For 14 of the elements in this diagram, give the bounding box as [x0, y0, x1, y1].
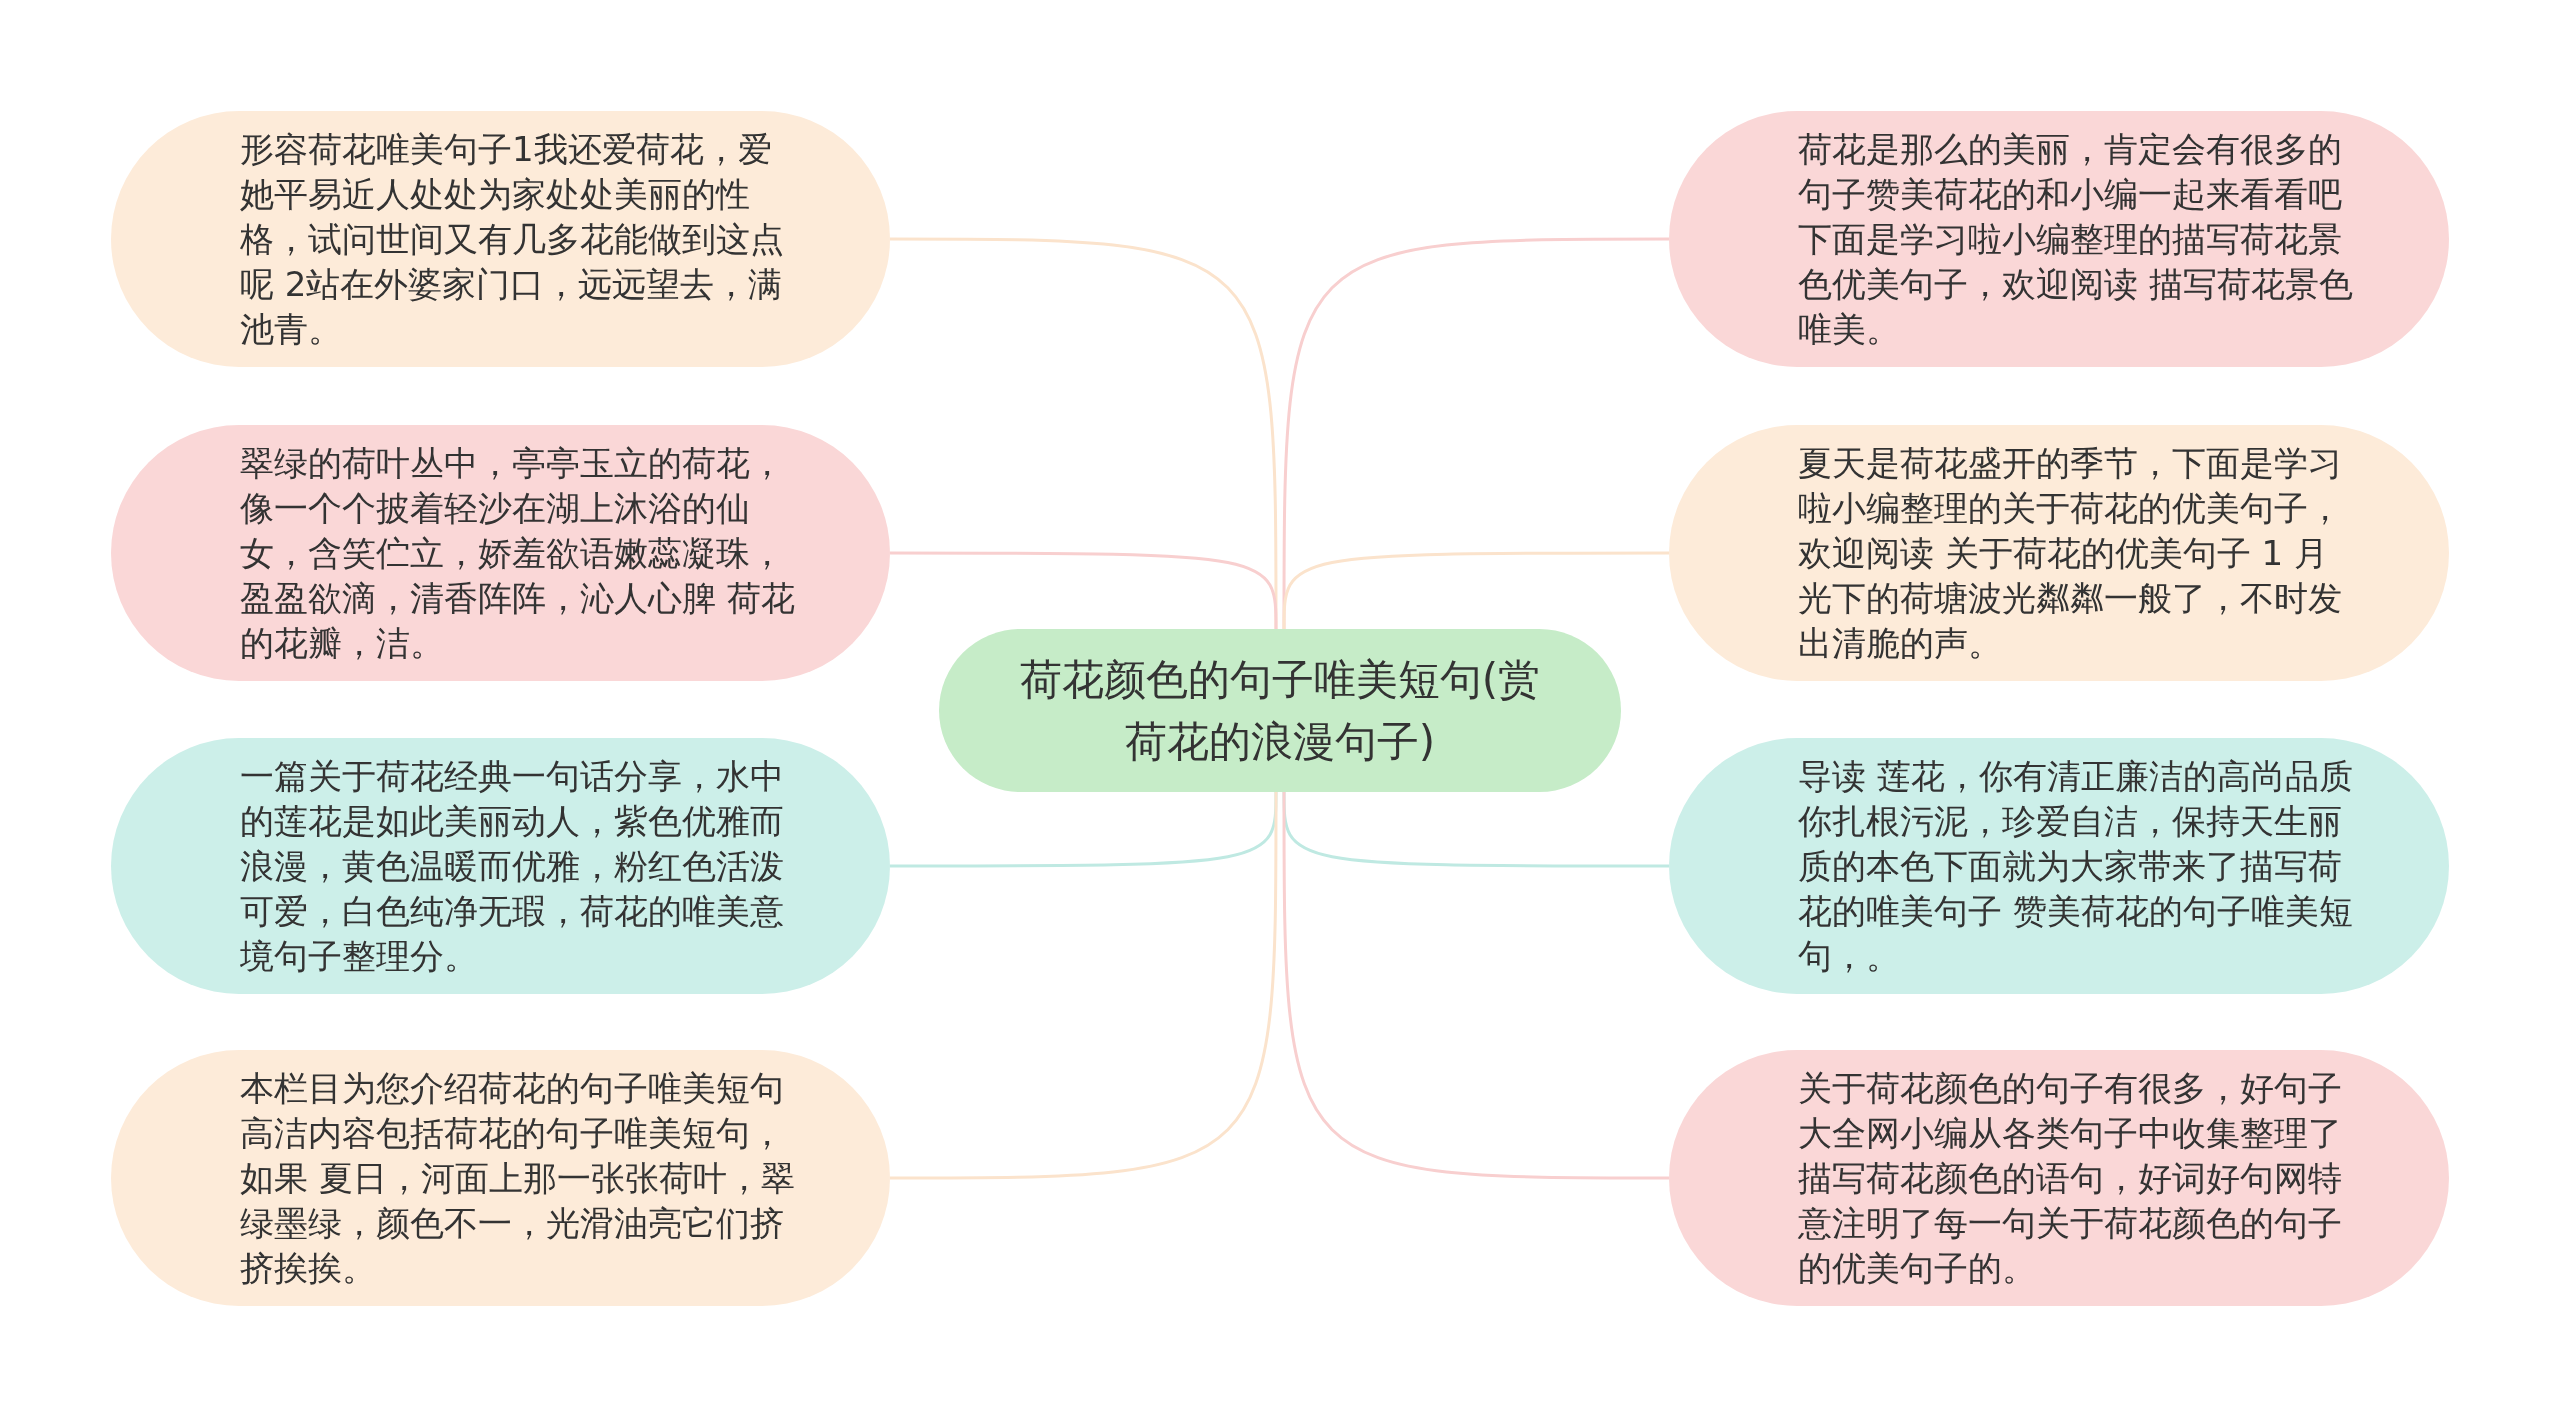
connector-line: [890, 792, 1278, 1180]
connector-line: [1282, 237, 1669, 629]
topic-text: 夏天是荷花盛开的季节，下面是学习啦小编整理的关于荷花的优美句子，欢迎阅读 关于荷花的优美句子 1 月光下的荷塘波光粼粼一般了，不时发出清脆的声。: [1798, 441, 2343, 665]
connector-line: [1282, 551, 1669, 629]
topic-text: 关于荷花颜色的句子有很多，好句子大全网小编从各类句子中收集整理了描写荷花颜色的语句，好词好句网特意注明了每一句关于荷花颜色的句子的优美句子的。: [1798, 1066, 2343, 1290]
topic-text: 形容荷花唯美句子1我还爱荷花，爱她平易近人处处为家处处美丽的性格，试问世间又有几多花能做到这点呢 2站在外婆家门口，远远望去，满池青。: [240, 127, 785, 351]
topic-text: 导读 莲花，你有清正廉洁的高尚品质你扎根污泥，珍爱自洁，保持天生丽质的本色下面就为大家带来了描写荷花的唯美句子 赞美荷花的句子唯美短句，。: [1798, 754, 2354, 978]
topic-title: 荷花颜色的句子唯美短句(赏荷花的浪漫句子): [1018, 653, 1542, 768]
topic-text: 翠绿的荷叶丛中，亭亭玉立的荷花，像一个个披着轻沙在湖上沐浴的仙女，含笑伫立，娇羞欲语嫩蕊凝珠，盈盈欲滴，清香阵阵，沁人心脾 荷花的花瓣，洁。: [240, 441, 796, 665]
topic-text: 一篇关于荷花经典一句话分享，水中的莲花是如此美丽动人，紫色优雅而浪漫，黄色温暖而优雅，粉红色活泼可爱，白色纯净无瑕，荷花的唯美意境句子整理分。: [240, 754, 785, 978]
topic-text: 本栏目为您介绍荷花的句子唯美短句高洁内容包括荷花的句子唯美短句，如果 夏日，河面上那一张张荷叶，翠绿墨绿，颜色不一，光滑油亮它们挤挤挨挨。: [240, 1066, 796, 1290]
topic-text: 荷花是那么的美丽，肯定会有很多的句子赞美荷花的和小编一起来看看吧下面是学习啦小编整理的描写荷花景色优美句子，欢迎阅读 描写荷花景色唯美。: [1798, 127, 2354, 351]
connector-line: [1282, 792, 1669, 1180]
connector-line: [890, 551, 1278, 629]
